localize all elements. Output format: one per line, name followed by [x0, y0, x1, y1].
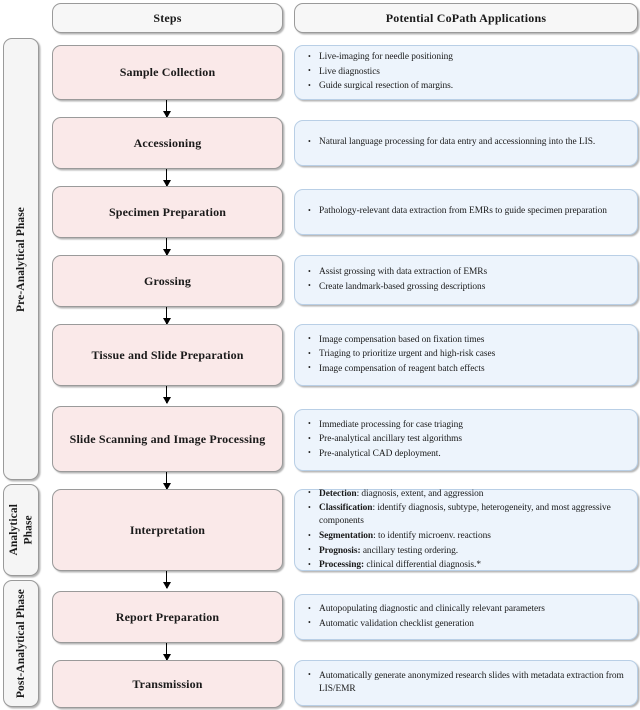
applications-box: Live-imaging for needle positioningLive …	[294, 45, 638, 100]
connector-arrow	[166, 472, 168, 489]
applications-box: Natural language processing for data ent…	[294, 120, 638, 166]
application-item: Live-imaging for needle positioning	[308, 51, 628, 64]
application-item: Live diagnostics	[308, 65, 628, 79]
step-box: Grossing	[52, 255, 283, 307]
application-item: Triaging to prioritize urgent and high-r…	[308, 348, 628, 361]
column-header-steps: Steps	[52, 3, 283, 33]
connector-arrow	[166, 307, 168, 324]
connector-arrow	[166, 238, 168, 255]
applications-box: Detection: diagnosis, extent, and aggres…	[294, 486, 638, 573]
application-item: Pre-analytical CAD deployment.	[308, 447, 628, 461]
application-item: Immediate processing for case triaging	[308, 418, 628, 432]
phase-label: Pre-Analytical Phase	[14, 206, 27, 312]
application-item: Detection: diagnosis, extent, and aggres…	[308, 487, 628, 501]
applications-box: Automatically generate anonymized resear…	[294, 660, 638, 706]
applications-list: Pathology-relevant data extraction from …	[295, 204, 637, 220]
step-box: Transmission	[52, 660, 283, 708]
application-item: Create landmark-based grossing descripti…	[308, 280, 628, 294]
application-item-term: Processing:	[319, 560, 365, 571]
step-box: Accessioning	[52, 117, 283, 169]
step-label: Report Preparation	[115, 609, 220, 624]
application-item: Segmentation: to identify microenv. reac…	[308, 529, 628, 543]
application-item: Image compensation based on fixation tim…	[308, 333, 628, 347]
applications-list: Live-imaging for needle positioningLive …	[295, 50, 637, 95]
step-label: Transmission	[132, 676, 203, 691]
application-item: Pre-analytical ancillary test algorithms	[308, 433, 628, 446]
applications-list: Natural language processing for data ent…	[295, 135, 637, 151]
application-item: Guide surgical resection of margins.	[308, 80, 628, 93]
phase-pre-analytical: Pre-Analytical Phase	[3, 38, 39, 480]
application-item: Automatically generate anonymized resear…	[308, 669, 628, 697]
applications-box: Immediate processing for case triagingPr…	[294, 409, 638, 471]
step-label: Grossing	[144, 273, 191, 288]
phase-analytical: Analytical Phase	[3, 484, 39, 576]
step-box: Interpretation	[52, 489, 283, 571]
application-item: Automatic validation checklist generatio…	[308, 617, 628, 631]
step-label: Specimen Preparation	[108, 204, 227, 219]
step-box: Tissue and Slide Preparation	[52, 324, 283, 386]
column-header-applications: Potential CoPath Applications	[294, 3, 638, 33]
applications-list: Autopopulating diagnostic and clinically…	[295, 602, 637, 632]
application-item-term: Prognosis:	[319, 545, 361, 556]
step-box: Slide Scanning and Image Processing	[52, 406, 283, 472]
application-item-term: Classification	[319, 503, 373, 514]
applications-list: Image compensation based on fixation tim…	[295, 333, 637, 378]
connector-arrow	[166, 643, 168, 660]
step-box: Report Preparation	[52, 591, 283, 643]
column-header-label: Steps	[153, 10, 182, 25]
phase-label: Post-Analytical Phase	[14, 588, 27, 699]
application-item: Processing: clinical differential diagno…	[308, 559, 628, 572]
application-item: Pathology-relevant data extraction from …	[308, 205, 628, 218]
applications-list: Detection: diagnosis, extent, and aggres…	[295, 486, 637, 573]
step-box: Sample Collection	[52, 45, 283, 100]
step-label: Sample Collection	[119, 65, 216, 79]
application-item-term: Segmentation	[319, 531, 374, 541]
applications-list: Immediate processing for case triagingPr…	[295, 418, 637, 463]
phase-post-analytical: Post-Analytical Phase	[3, 580, 39, 707]
connector-arrow	[166, 169, 168, 186]
step-box: Specimen Preparation	[52, 186, 283, 238]
connector-arrow	[166, 571, 168, 588]
applications-box: Autopopulating diagnostic and clinically…	[294, 594, 638, 640]
phase-label: Analytical Phase	[7, 504, 34, 556]
step-label: Tissue and Slide Preparation	[91, 347, 244, 362]
step-label: Interpretation	[129, 522, 206, 537]
applications-list: Automatically generate anonymized resear…	[295, 668, 637, 697]
application-item: Classification: identify diagnosis, subt…	[308, 502, 628, 529]
applications-list: Assist grossing with data extraction of …	[295, 265, 637, 295]
connector-arrow	[166, 100, 168, 117]
application-item: Assist grossing with data extraction of …	[308, 266, 628, 279]
application-item: Image compensation of reagent batch effe…	[308, 362, 628, 376]
connector-arrow	[166, 386, 168, 403]
application-item: Autopopulating diagnostic and clinically…	[308, 603, 628, 616]
step-label: Slide Scanning and Image Processing	[69, 431, 266, 446]
application-item: Natural language processing for data ent…	[308, 136, 628, 149]
step-label: Accessioning	[133, 135, 202, 150]
applications-box: Pathology-relevant data extraction from …	[294, 189, 638, 235]
applications-box: Image compensation based on fixation tim…	[294, 324, 638, 386]
application-item-term: Detection	[319, 488, 357, 499]
applications-box: Assist grossing with data extraction of …	[294, 255, 638, 305]
application-item: Prognosis: ancillary testing ordering.	[308, 544, 628, 558]
column-header-label: Potential CoPath Applications	[385, 10, 547, 25]
